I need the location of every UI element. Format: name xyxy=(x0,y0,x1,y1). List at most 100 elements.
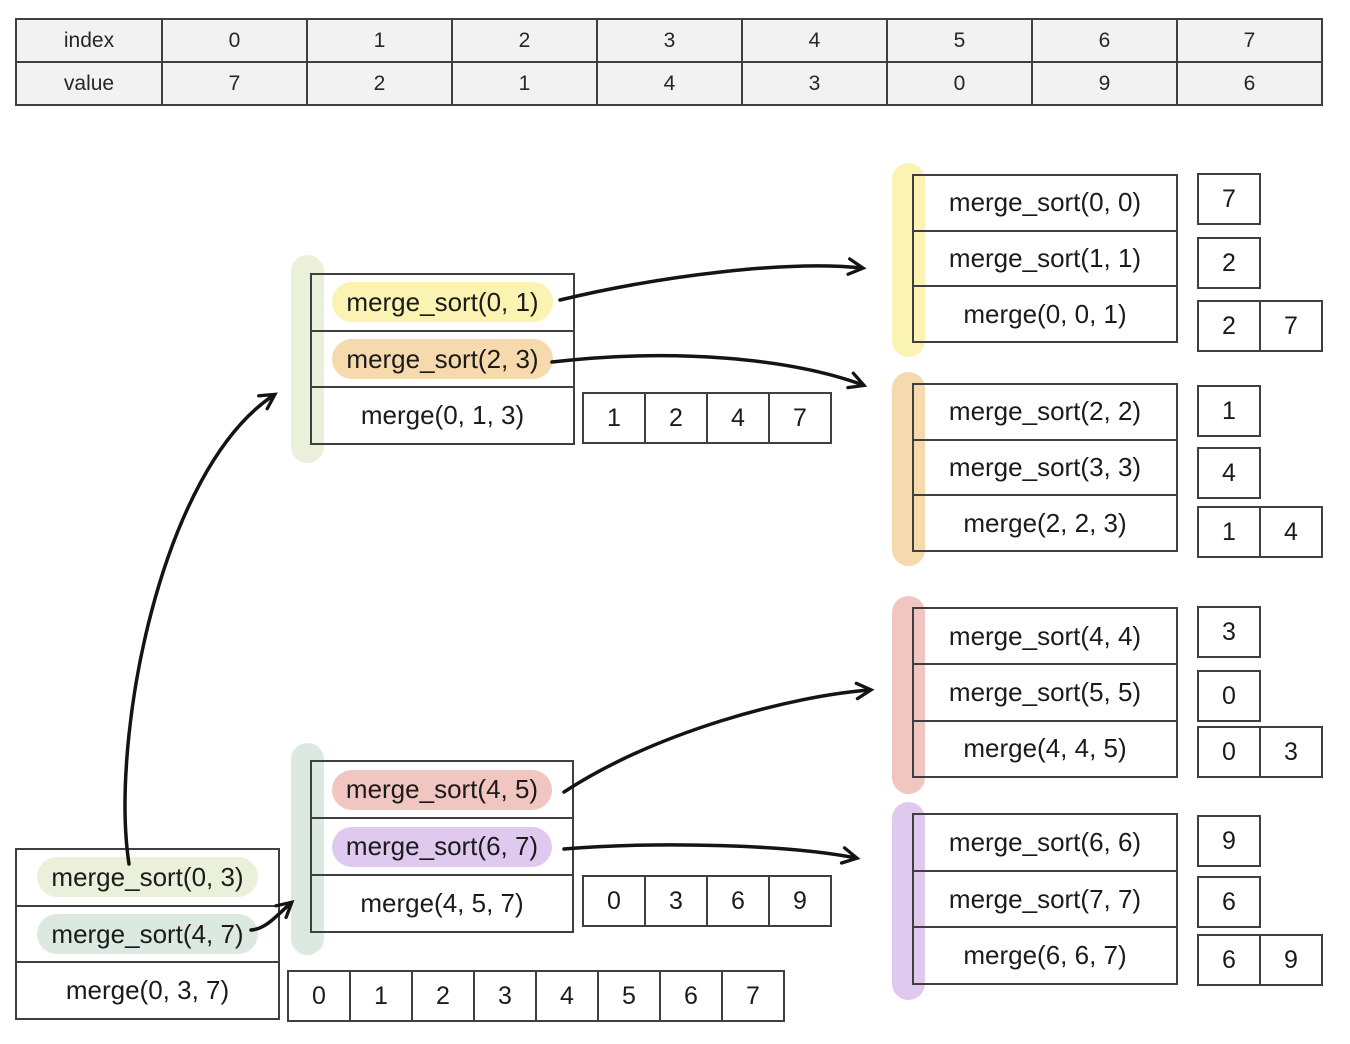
call-box-leaf-6-7: merge_sort(6, 6) merge_sort(7, 7) merge(… xyxy=(912,813,1178,985)
index-cell: 2 xyxy=(451,18,598,63)
merge-call-label: merge(4, 4, 5) xyxy=(963,733,1127,764)
array-cell: 6 xyxy=(1197,934,1261,986)
array-cell: 6 xyxy=(706,875,770,927)
array-cell: 9 xyxy=(1197,815,1261,867)
result-array-leaf: 3 xyxy=(1197,606,1261,658)
input-array-table: index 0 1 2 3 4 5 6 7 value 7 2 1 4 3 0 … xyxy=(15,18,1323,106)
array-cell: 0 xyxy=(287,970,351,1022)
merge-call-label: merge(2, 2, 3) xyxy=(963,507,1127,538)
index-cell: 1 xyxy=(306,18,453,63)
group-bar-leaf-2-3 xyxy=(892,372,925,566)
call-label: merge_sort(3, 3) xyxy=(948,452,1142,482)
array-cell: 0 xyxy=(1197,726,1261,778)
array-cell: 1 xyxy=(582,392,646,444)
call-label: merge_sort(7, 7) xyxy=(948,883,1142,914)
array-cell: 7 xyxy=(1259,300,1323,352)
array-cell: 7 xyxy=(1197,173,1261,225)
call-row: merge_sort(0, 1) xyxy=(312,275,573,330)
array-cell: 3 xyxy=(644,875,708,927)
call-row: merge_sort(6, 7) xyxy=(312,817,572,874)
call-row: merge_sort(1, 1) xyxy=(914,229,1176,286)
array-cell: 0 xyxy=(582,875,646,927)
array-cell: 2 xyxy=(644,392,708,444)
merge-call-label: merge(0, 1, 3) xyxy=(360,400,525,431)
result-array-leaf: 7 xyxy=(1197,173,1261,225)
result-array-leaf: 2 7 xyxy=(1197,300,1323,352)
call-label: merge_sort(2, 2) xyxy=(948,396,1142,427)
call-row: merge_sort(4, 7) xyxy=(17,904,278,962)
merge-call-label: merge(0, 0, 1) xyxy=(963,298,1127,329)
highlight-pill-olive: merge_sort(0, 3) xyxy=(37,857,258,898)
arrow-mergesort-4-5-to-leaf xyxy=(562,690,870,794)
array-cell: 1 xyxy=(1197,385,1261,437)
array-cell: 2 xyxy=(1197,300,1261,352)
index-cell: 5 xyxy=(886,18,1033,63)
array-cell: 7 xyxy=(721,970,785,1022)
array-cell: 7 xyxy=(768,392,832,444)
call-box-leaf-4-5: merge_sort(4, 4) merge_sort(5, 5) merge(… xyxy=(912,607,1178,778)
value-row: value 7 2 1 4 3 0 9 6 xyxy=(15,61,1323,106)
array-cell: 2 xyxy=(1197,237,1261,289)
group-bar-left-half xyxy=(291,255,324,463)
array-cell: 4 xyxy=(706,392,770,444)
result-array-leaf: 9 xyxy=(1197,815,1261,867)
call-box-root: merge_sort(0, 3) merge_sort(4, 7) merge(… xyxy=(15,848,280,1020)
array-cell: 3 xyxy=(1197,606,1261,658)
group-bar-leaf-6-7 xyxy=(892,802,925,1000)
merge-call-label: merge(0, 3, 7) xyxy=(65,975,230,1006)
call-row: merge_sort(2, 3) xyxy=(312,329,573,387)
array-cell: 9 xyxy=(1259,934,1323,986)
value-cell: 7 xyxy=(161,61,308,106)
array-cell: 4 xyxy=(1259,506,1323,558)
call-box-leaf-0-1: merge_sort(0, 0) merge_sort(1, 1) merge(… xyxy=(912,174,1178,343)
call-row: merge(4, 5, 7) xyxy=(312,874,572,931)
group-bar-leaf-4-5 xyxy=(892,596,925,794)
value-cell: 2 xyxy=(306,61,453,106)
call-label: merge_sort(5, 5) xyxy=(948,676,1142,707)
result-array-leaf: 1 xyxy=(1197,385,1261,437)
call-row: merge_sort(6, 6) xyxy=(914,815,1176,870)
index-cell: 3 xyxy=(596,18,743,63)
call-row: merge(0, 1, 3) xyxy=(312,386,573,443)
array-cell: 4 xyxy=(1197,447,1261,499)
call-row: merge_sort(7, 7) xyxy=(914,869,1176,927)
result-array-leaf: 2 xyxy=(1197,237,1261,289)
value-cell: 0 xyxy=(886,61,1033,106)
array-cell: 1 xyxy=(1197,506,1261,558)
call-row: merge_sort(4, 4) xyxy=(914,609,1176,663)
call-box-right-half: merge_sort(4, 5) merge_sort(6, 7) merge(… xyxy=(310,760,574,933)
call-label: merge_sort(4, 4) xyxy=(948,620,1142,651)
call-box-left-half: merge_sort(0, 1) merge_sort(2, 3) merge(… xyxy=(310,273,575,445)
array-cell: 4 xyxy=(535,970,599,1022)
index-cell: 7 xyxy=(1176,18,1323,63)
arrow-mergesort-2-3-to-leaf xyxy=(550,353,863,385)
result-array-left-half: 1 2 4 7 xyxy=(582,392,832,444)
highlight-pill-teal: merge_sort(4, 7) xyxy=(37,914,258,954)
arrow-mergesort-6-7-to-leaf xyxy=(562,843,856,858)
value-cell: 1 xyxy=(451,61,598,106)
array-cell: 5 xyxy=(597,970,661,1022)
result-array-leaf: 6 xyxy=(1197,876,1261,928)
result-array-right-half: 0 3 6 9 xyxy=(582,875,832,927)
array-cell: 9 xyxy=(768,875,832,927)
call-row: merge_sort(0, 0) xyxy=(914,176,1176,230)
call-row: merge(2, 2, 3) xyxy=(914,494,1176,550)
array-cell: 1 xyxy=(349,970,413,1022)
highlight-pill-purple: merge_sort(6, 7) xyxy=(331,826,553,867)
index-cell: 6 xyxy=(1031,18,1178,63)
highlight-pill-orange: merge_sort(2, 3) xyxy=(332,339,553,379)
value-row-label: value xyxy=(15,61,163,106)
merge-call-label: merge(4, 5, 7) xyxy=(360,888,524,918)
call-row: merge_sort(4, 5) xyxy=(312,762,572,817)
value-cell: 9 xyxy=(1031,61,1178,106)
result-array-leaf: 0 xyxy=(1197,670,1261,722)
call-row: merge_sort(0, 3) xyxy=(17,850,278,905)
arrow-mergesort-0-1-to-leaf xyxy=(558,266,862,302)
result-array-leaf: 4 xyxy=(1197,447,1261,499)
array-cell: 6 xyxy=(659,970,723,1022)
merge-call-label: merge(6, 6, 7) xyxy=(963,940,1127,971)
value-cell: 3 xyxy=(741,61,888,106)
array-cell: 6 xyxy=(1197,876,1261,928)
result-array-leaf: 0 3 xyxy=(1197,726,1323,778)
